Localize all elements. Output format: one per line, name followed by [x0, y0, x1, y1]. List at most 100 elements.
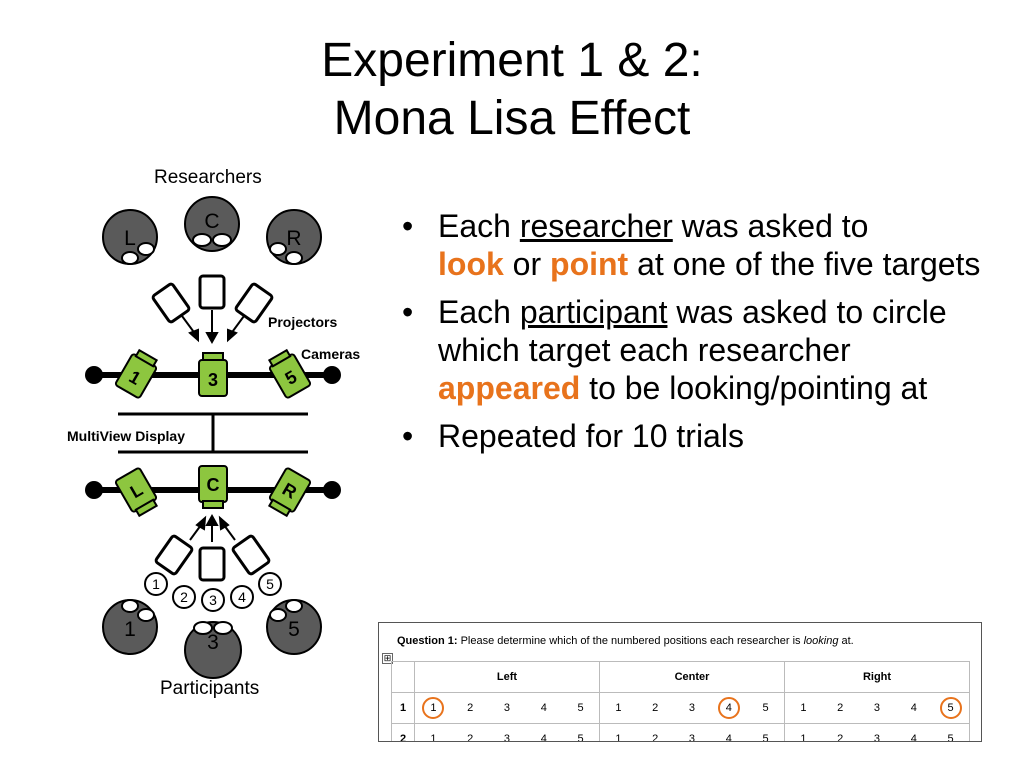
slide-title: Experiment 1 & 2: Mona Lisa Effect — [0, 32, 1024, 148]
table-header-row: Left Center Right — [391, 661, 970, 693]
options-group: 1 2 3 4 5 — [599, 723, 785, 742]
bullet-text: was asked to circle which target each re… — [438, 294, 947, 368]
options-group: 1 2 3 4 5 — [784, 692, 970, 724]
participant-head-5: 5 — [266, 599, 322, 655]
option[interactable]: 1 — [615, 733, 622, 742]
bullet-dot: • — [402, 294, 414, 330]
bottom-projectors — [154, 534, 271, 582]
projectors-label: Projectors — [268, 314, 338, 330]
option[interactable]: 3 — [873, 702, 881, 714]
participant-head-3: 3 — [184, 621, 242, 679]
option[interactable]: 3 — [503, 702, 511, 714]
target-3: 3 — [209, 592, 217, 608]
row-label: 1 — [391, 692, 415, 724]
bottom-projector-arrows — [189, 513, 236, 542]
row-label: 2 — [391, 723, 415, 741]
multiview-display — [118, 412, 308, 454]
expand-icon[interactable]: ⊞ — [382, 653, 393, 664]
option[interactable]: 3 — [873, 733, 881, 742]
target-1: 1 — [152, 576, 160, 592]
underlined-term: researcher — [519, 208, 673, 244]
selected-option[interactable]: 1 — [422, 697, 445, 719]
svg-text:5: 5 — [288, 618, 300, 641]
option[interactable]: 2 — [652, 733, 659, 742]
question-text: Question 1: Please determine which of th… — [397, 635, 854, 647]
table-row: 2 1 2 3 4 5 1 2 3 4 5 1 2 3 4 5 — [391, 723, 970, 742]
underlined-term: participant — [519, 294, 668, 330]
table-corner-cell — [391, 661, 415, 693]
bottom-camera-label-c: C — [207, 475, 220, 495]
option[interactable]: 4 — [725, 733, 732, 742]
researchers-label: Researchers — [154, 167, 262, 188]
bullet-text: to be looking/pointing at — [580, 370, 928, 406]
multiview-display-label: MultiView Display — [67, 428, 185, 444]
options-group: 1 2 3 4 5 — [599, 692, 785, 724]
researcher-label-right: R — [286, 227, 301, 250]
top-cameras: 1 3 5 — [114, 348, 312, 399]
top-camera-label-3: 3 — [208, 370, 218, 390]
option[interactable]: 2 — [652, 702, 659, 714]
title-line-1: Experiment 1 & 2: — [321, 34, 703, 87]
options-group: 1 2 3 4 5 — [414, 723, 600, 742]
question-emphasis: looking — [803, 635, 839, 647]
option[interactable]: 5 — [762, 702, 769, 714]
group-header-right: Right — [784, 661, 970, 693]
svg-text:1: 1 — [124, 618, 136, 641]
option[interactable]: 1 — [430, 733, 437, 742]
option[interactable]: 2 — [837, 702, 844, 714]
option[interactable]: 3 — [688, 733, 696, 742]
bullet-repeated: • Repeated for 10 trials — [400, 417, 1000, 455]
option[interactable]: 2 — [837, 733, 844, 742]
option[interactable]: 5 — [577, 733, 584, 742]
researcher-head-left: L — [102, 209, 158, 265]
group-header-center: Center — [599, 661, 785, 693]
option[interactable]: 1 — [800, 702, 807, 714]
bullet-text: at one of the five targets — [628, 246, 981, 282]
participants-label: Participants — [160, 678, 260, 699]
top-projectors — [151, 274, 274, 324]
option[interactable]: 2 — [467, 733, 474, 742]
researcher-label-center: C — [204, 210, 219, 233]
option[interactable]: 4 — [910, 733, 917, 742]
option[interactable]: 5 — [947, 733, 954, 742]
option[interactable]: 1 — [615, 702, 622, 714]
options-group: 1 2 3 4 5 — [414, 692, 600, 724]
highlight-point: point — [550, 246, 629, 282]
highlight-appeared: appeared — [438, 370, 581, 406]
option[interactable]: 5 — [577, 702, 584, 714]
question-end: at. — [838, 635, 854, 647]
bullet-researcher: • Each researcher was asked to look or p… — [400, 207, 1000, 283]
bullet-text: was asked to — [672, 208, 869, 244]
option[interactable]: 4 — [540, 733, 547, 742]
target-2: 2 — [180, 589, 188, 605]
bullet-text: Each — [438, 208, 520, 244]
option[interactable]: 3 — [503, 733, 511, 742]
option[interactable]: 4 — [540, 702, 547, 714]
bullet-text: Repeated for 10 trials — [438, 418, 744, 454]
selected-option[interactable]: 5 — [939, 697, 962, 719]
bullet-dot: • — [402, 208, 414, 244]
title-line-2: Mona Lisa Effect — [333, 92, 691, 145]
option[interactable]: 3 — [688, 702, 696, 714]
cameras-label: Cameras — [301, 346, 361, 362]
table-row: 1 1 2 3 4 5 1 2 3 4 5 1 2 3 4 5 — [391, 692, 970, 724]
numbered-targets: 1 2 3 4 5 — [144, 572, 282, 612]
options-group: 1 2 3 4 5 — [784, 723, 970, 742]
svg-text:3: 3 — [207, 631, 219, 654]
setup-diagram-svg: L C R — [85, 196, 341, 679]
selected-option[interactable]: 4 — [717, 697, 740, 719]
bullet-participant: • Each participant was asked to circle w… — [400, 293, 1000, 407]
bottom-cameras: L C R — [114, 465, 312, 518]
option[interactable]: 2 — [467, 702, 474, 714]
option[interactable]: 1 — [800, 733, 807, 742]
group-header-left: Left — [414, 661, 600, 693]
target-4: 4 — [238, 589, 246, 605]
highlight-look: look — [438, 246, 504, 282]
bullet-list: • Each researcher was asked to look or p… — [400, 207, 1000, 465]
option[interactable]: 5 — [762, 733, 769, 742]
question-body: Please determine which of the numbered p… — [457, 635, 804, 647]
participant-head-1: 1 — [102, 599, 158, 655]
option[interactable]: 4 — [910, 702, 917, 714]
target-5: 5 — [266, 576, 274, 592]
